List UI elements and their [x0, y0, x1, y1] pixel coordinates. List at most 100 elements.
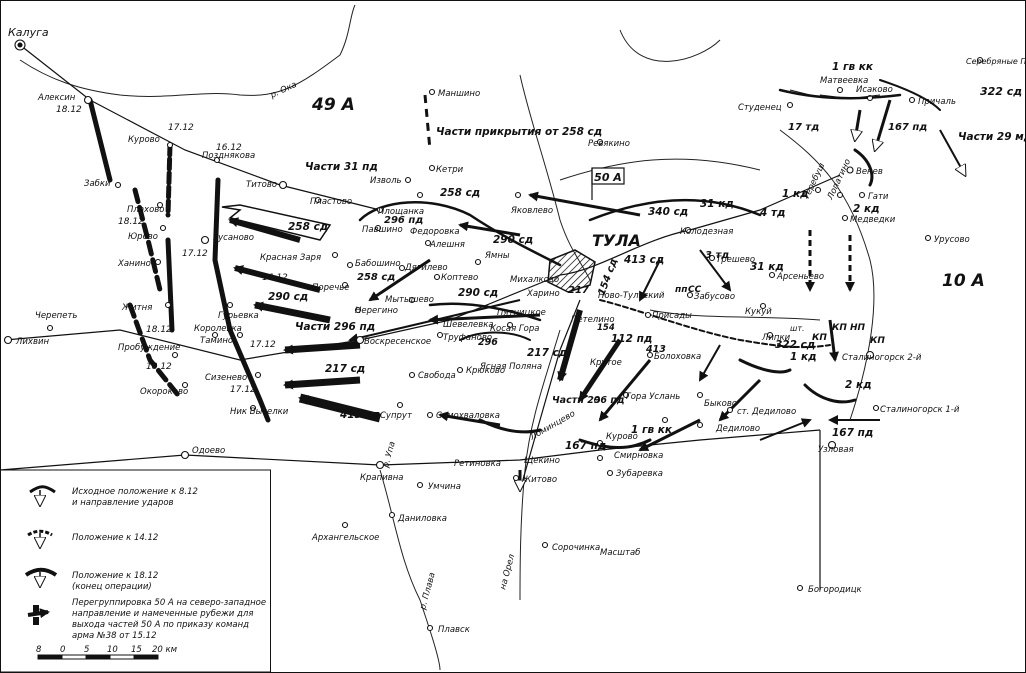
town-pozdnyakovo: Позднякова	[202, 151, 255, 161]
unit-167-pd-2: 167 пд	[565, 440, 606, 452]
legend-item-4: Перегруппировка 50 А на северо-западное …	[72, 598, 269, 641]
town-kryukovo: Крюково	[466, 366, 505, 376]
army-10-label: 10 А	[942, 271, 985, 291]
town-krasnaya-zarya: Красная Заря	[260, 253, 321, 263]
attack-arrow	[828, 319, 839, 362]
unit-296-pd-parts: Части 296 пд	[295, 321, 375, 333]
unit-2-kd-2: 2 кд	[845, 379, 872, 391]
town-nik-vyselki: Ник Выселки	[230, 407, 289, 417]
don-river	[779, 129, 875, 421]
unit-296-pd-parts-2: Части 296 пд	[552, 395, 625, 406]
front-line	[879, 79, 941, 111]
town-dyagilevo: Дягилево	[404, 263, 448, 273]
town-okorokovo: Окороково	[140, 387, 188, 397]
front-line	[599, 299, 831, 349]
town-arsenyevo: Арсеньево	[776, 272, 824, 282]
attack-arrow	[438, 411, 501, 427]
town-shvt: шт.	[790, 324, 805, 333]
road-west	[0, 454, 186, 471]
town-korolevka: Королевка	[194, 324, 242, 334]
attack-arrow	[253, 301, 331, 324]
unit-290-sd-2: 290 сд	[268, 291, 308, 303]
town-shevelevka: Шевелевка	[443, 320, 494, 330]
road-orel-label: на Орел	[498, 553, 517, 591]
unit-290-sd-3: 290 сд	[458, 287, 498, 299]
town-fedorovka: Федоровка	[410, 227, 460, 237]
date-label: 17.12	[230, 385, 256, 395]
legend-symbol-2	[27, 529, 53, 547]
front-line	[132, 187, 163, 293]
town-isakovo: Исаково	[856, 85, 893, 95]
legend-item-3: Положение к 18.12 (конец операции)	[72, 571, 161, 592]
river-east	[649, 309, 821, 321]
town-khanino: Ханино	[117, 259, 151, 269]
town-svoboda: Свобода	[418, 371, 456, 381]
road-kaluga-tula	[19, 44, 381, 211]
town-rusanovo: Русаново	[213, 233, 254, 243]
front-line	[358, 201, 562, 267]
attack-arrow	[233, 265, 321, 293]
unit-154: 154	[597, 323, 615, 333]
town-stalinogorsk2: Сталиногорск 2-й	[842, 353, 922, 363]
attack-arrow	[283, 341, 361, 355]
unit-290-sd: 290 сд	[493, 234, 533, 246]
town-matveevka: Матвеевка	[820, 76, 868, 86]
svg-text:15: 15	[131, 645, 142, 655]
legend: Исходное положение к 8.12 и направление …	[0, 469, 271, 673]
legend-symbol-1	[29, 485, 56, 505]
unit-217-sd-3: 217	[568, 285, 589, 296]
scale-labels: 8 0 5 10 15 20 км	[36, 645, 178, 655]
svg-text:20 км: 20 км	[152, 645, 178, 655]
unit-17-td: 17 тд	[788, 122, 819, 133]
unit-296-pd: 296 пд	[384, 215, 423, 226]
front-line	[212, 177, 271, 423]
town-krapivna: Крапивна	[360, 473, 404, 483]
road-south	[519, 299, 581, 491]
unit-258-sd-3: 258 сд	[357, 272, 395, 283]
tula-city	[547, 249, 596, 293]
army-50-box: 50 А	[591, 167, 625, 200]
town-zhitnya: Житня	[121, 303, 152, 313]
unit-1-gkk-2: 1 гв кк	[631, 424, 673, 436]
town-shchekino: Щекино	[524, 456, 560, 466]
unit-3-td: 3 тд	[705, 250, 729, 261]
date-label: 18.12	[56, 105, 82, 115]
town-guryevka: Гурьевка	[218, 311, 259, 321]
date-label: 17.12	[250, 340, 276, 350]
front-line	[165, 237, 175, 333]
legend-item-1: Исходное положение к 8.12 и направление …	[72, 487, 201, 508]
town-gerigino: Нерегино	[355, 306, 398, 316]
settlements	[3, 39, 984, 632]
attack-arrow	[577, 338, 623, 402]
town-yamny: Ямны	[484, 251, 510, 261]
army-49-label: 49 А	[311, 95, 355, 115]
attack-arrow	[428, 313, 541, 325]
town-mikhalkovo: Михалково	[510, 275, 559, 285]
date-label: 16.12	[262, 273, 288, 283]
town-masshtab: Масштаб	[600, 548, 640, 558]
unit-31-pd-parts: Части 31 пд	[305, 161, 378, 173]
town-samokhvalovka: Самохваловка	[436, 411, 500, 421]
date-label: 18.12	[146, 325, 172, 335]
river-upa-label: р. Упа	[381, 440, 398, 469]
svg-text:8: 8	[36, 645, 42, 655]
river-oka-label: р. Ока	[268, 80, 298, 101]
town-kurovo: Курово	[128, 135, 160, 145]
front-line	[853, 148, 874, 187]
plava-river	[379, 469, 441, 671]
town-umchina: Умчина	[428, 482, 461, 492]
attack-arrow	[939, 129, 965, 175]
town-studenets: Студенец	[738, 103, 782, 113]
tula-label: ТУЛА	[592, 231, 641, 250]
town-aleksin: Алексин	[37, 93, 76, 103]
town-bogoroditsk: Богородицк	[808, 585, 862, 595]
unit-112-pd: 112 пд	[611, 333, 652, 345]
front-line	[588, 198, 762, 222]
town-yasnaya-polyana: Ясная Поляна	[479, 362, 542, 372]
unit-258-sd: 258 сд	[440, 187, 480, 199]
town-medvedki: Медведки	[850, 215, 896, 225]
attack-arrow	[718, 378, 762, 422]
town-gati: Гати	[868, 192, 889, 202]
town-petelino: Петелино	[571, 315, 615, 325]
attack-arrow	[699, 249, 732, 292]
